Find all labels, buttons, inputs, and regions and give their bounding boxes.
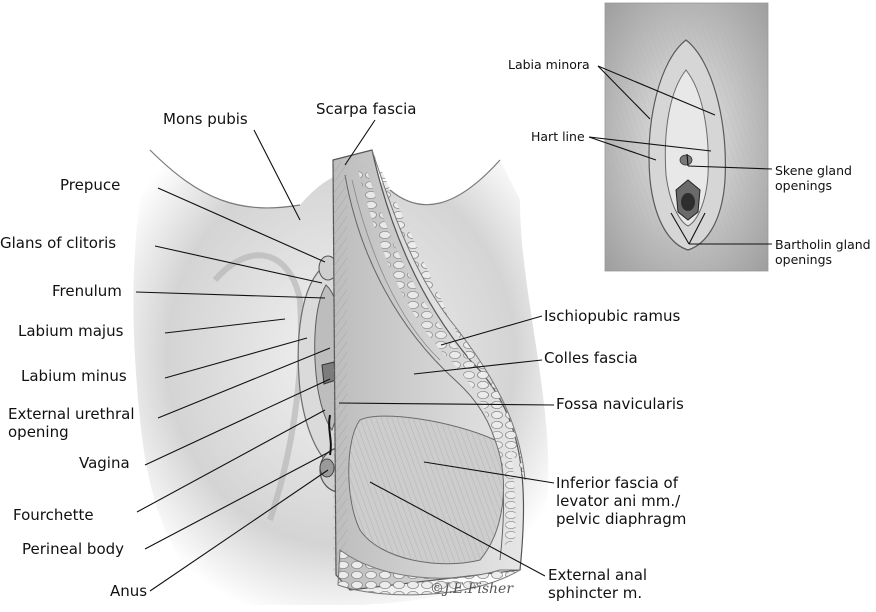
label-scarpa-fascia: Scarpa fascia <box>316 100 417 118</box>
label-fossa-navicularis: Fossa navicularis <box>556 395 684 413</box>
label-frenulum: Frenulum <box>52 282 122 300</box>
label-prepuce: Prepuce <box>60 176 121 194</box>
label-fourchette: Fourchette <box>13 506 94 524</box>
label-labium-majus: Labium majus <box>18 322 124 340</box>
label-vagina: Vagina <box>79 454 130 472</box>
label-mons-pubis: Mons pubis <box>163 110 248 128</box>
label-anus: Anus <box>110 582 148 600</box>
label-labium-minus: Labium minus <box>21 367 127 385</box>
label-skene-gland-openings: Skene gland openings <box>775 163 852 193</box>
label-labia-minora: Labia minora <box>508 57 590 72</box>
inset-leader-lines <box>588 65 773 245</box>
main-anatomy-drawing <box>133 149 549 605</box>
label-hart-line: Hart line <box>531 129 585 144</box>
label-external-urethral-opening: External urethral opening <box>8 405 135 441</box>
label-external-anal-sphincter: External anal sphincter m. <box>548 566 648 602</box>
artist-signature: ©J.E.Fisher <box>430 581 514 597</box>
label-bartholin-gland-openings: Bartholin gland openings <box>775 237 871 267</box>
label-glans-of-clitoris: Glans of clitoris <box>0 234 117 252</box>
label-perineal-body: Perineal body <box>22 540 125 558</box>
label-inferior-fascia-levator-ani: Inferior fascia of levator ani mm./ pelv… <box>556 474 687 528</box>
inset-drawing <box>604 2 769 272</box>
label-ischiopubic-ramus: Ischiopubic ramus <box>544 307 681 325</box>
leader-lines <box>135 119 555 592</box>
label-colles-fascia: Colles fascia <box>544 349 638 367</box>
